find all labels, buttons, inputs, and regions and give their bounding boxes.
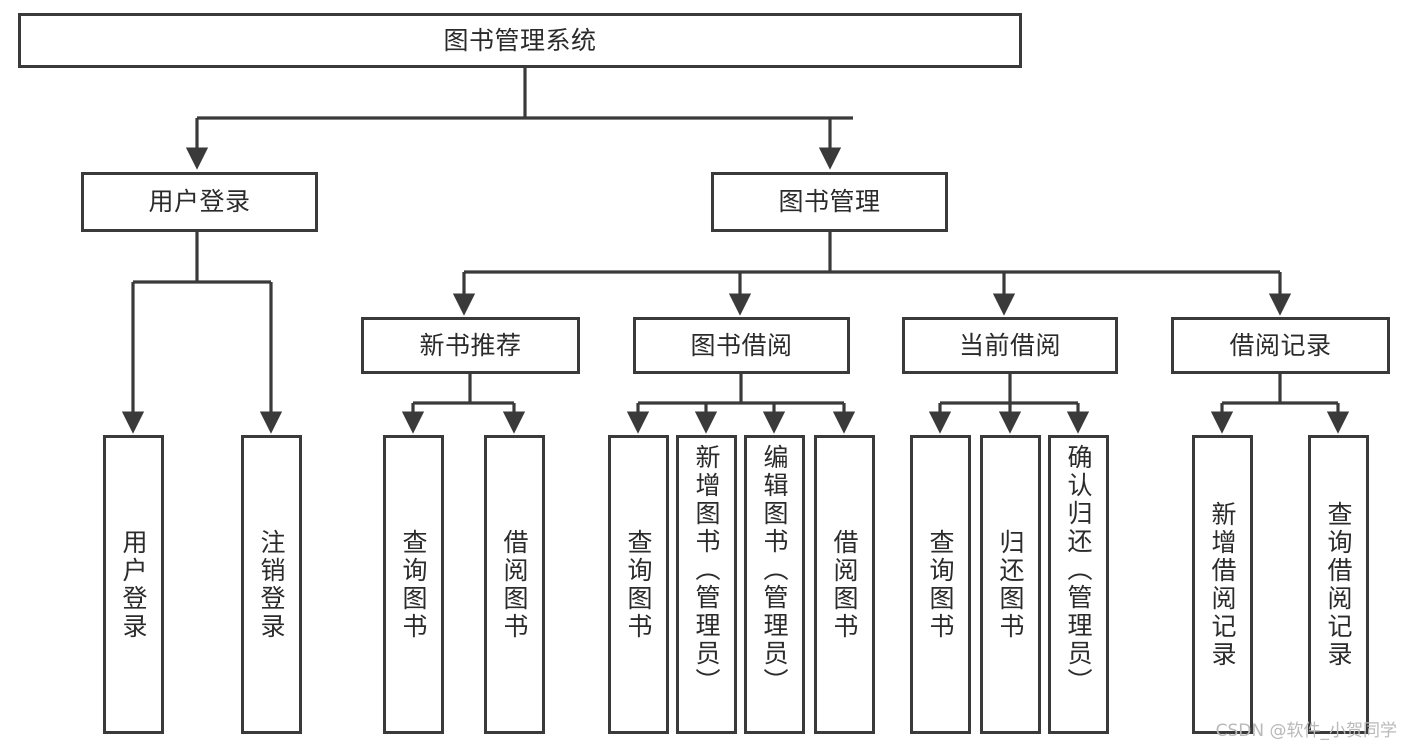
node-leaf-query-book-2[interactable]: 查询图书 <box>608 435 669 734</box>
node-leaf-add-book[interactable]: 新增图书（管理员） <box>676 435 737 734</box>
node-book-borrow[interactable]: 图书借阅 <box>633 317 850 374</box>
node-label: 图书借阅 <box>690 330 793 360</box>
node-label: 用户登录 <box>148 187 251 217</box>
node-label: 查询图书 <box>926 528 955 641</box>
node-leaf-return-book[interactable]: 归还图书 <box>980 435 1041 734</box>
node-new-book-recommend[interactable]: 新书推荐 <box>361 317 580 374</box>
csdn-watermark: CSDN @软件_小贺同学 <box>1215 721 1397 741</box>
node-label: 用户登录 <box>119 528 148 641</box>
node-leaf-add-record[interactable]: 新增借阅记录 <box>1192 435 1253 734</box>
node-book-management[interactable]: 图书管理 <box>711 172 948 232</box>
node-label: 借阅图书 <box>830 528 859 641</box>
node-leaf-logout-login[interactable]: 注销登录 <box>241 435 302 734</box>
node-label: 查询图书 <box>399 528 428 641</box>
node-label: 注销登录 <box>257 528 286 641</box>
node-borrow-record[interactable]: 借阅记录 <box>1171 317 1390 374</box>
node-leaf-query-record[interactable]: 查询借阅记录 <box>1308 435 1369 734</box>
node-label: 确认归还（管理员） <box>1064 444 1093 696</box>
node-leaf-borrow-book-2[interactable]: 借阅图书 <box>814 435 875 734</box>
node-label: 图书管理 <box>778 187 881 217</box>
node-label: 查询图书 <box>624 528 653 641</box>
node-user-login[interactable]: 用户登录 <box>81 172 318 232</box>
node-leaf-confirm-return[interactable]: 确认归还（管理员） <box>1048 435 1109 734</box>
node-label: 新增借阅记录 <box>1208 500 1237 669</box>
node-label: 借阅记录 <box>1229 330 1332 360</box>
node-current-borrow[interactable]: 当前借阅 <box>902 317 1118 374</box>
node-leaf-query-book-1[interactable]: 查询图书 <box>383 435 444 734</box>
node-label: 新书推荐 <box>419 330 522 360</box>
node-label: 新增图书（管理员） <box>692 444 721 696</box>
node-label: 查询借阅记录 <box>1324 500 1353 669</box>
node-label: 归还图书 <box>996 528 1025 641</box>
node-label: 借阅图书 <box>500 528 529 641</box>
node-label: 图书管理系统 <box>443 25 597 55</box>
node-system-title[interactable]: 图书管理系统 <box>18 13 1022 68</box>
node-leaf-edit-book[interactable]: 编辑图书（管理员） <box>744 435 805 734</box>
node-leaf-borrow-book-1[interactable]: 借阅图书 <box>484 435 545 734</box>
node-label: 编辑图书（管理员） <box>760 444 789 696</box>
node-leaf-user-login[interactable]: 用户登录 <box>103 435 164 734</box>
node-leaf-query-book-3[interactable]: 查询图书 <box>910 435 971 734</box>
node-label: 当前借阅 <box>958 330 1061 360</box>
